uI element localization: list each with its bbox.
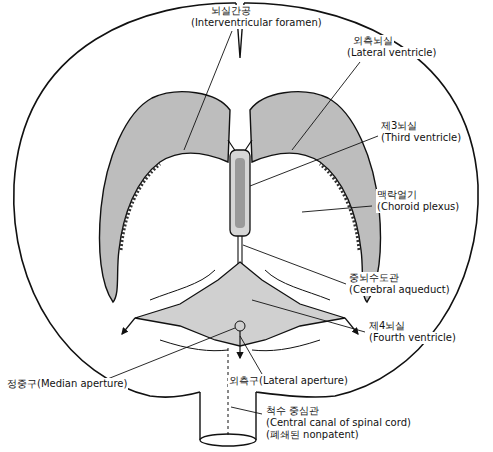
callout-label: 제3뇌실 (380, 120, 418, 132)
callout-label: (Choroid plexus) (376, 201, 460, 213)
leader-line (100, 31, 378, 414)
callout-label: 뇌실간공 (210, 5, 252, 17)
callout-label: 맥락얼기 (376, 189, 418, 201)
callout-label: (Fourth ventricle) (368, 332, 457, 344)
callout-label: 외측뇌실 (352, 35, 394, 47)
callout-label: (Interventricular foramen) (190, 17, 323, 29)
callout-label: 중뇌수도관 (348, 272, 400, 284)
cerebral-aqueduct (238, 236, 242, 264)
callout-label: 정중구(Median aperture) (6, 378, 128, 390)
callout-label: (폐쇄된 nonpatent) (265, 429, 360, 441)
callout-label: 척수 중심관 (265, 405, 320, 417)
flow-arrow (122, 318, 135, 334)
brain-outline (14, 3, 236, 397)
callout-label: (Cerebral aqueduct) (348, 284, 451, 296)
median-aperture-ring (235, 321, 245, 331)
central-canal (228, 348, 229, 438)
flow-arrow (239, 331, 240, 358)
callout-label: 제4뇌실 (368, 320, 406, 332)
brain-outline (244, 3, 478, 397)
spinal-cord (200, 434, 256, 446)
callout-label: (Third ventricle) (380, 132, 462, 144)
callout-label: (Lateral ventricle) (346, 47, 437, 59)
callout-label: (Central canal of spinal cord) (265, 417, 412, 429)
flow-arrow (345, 318, 358, 334)
callout-label: 외측구(Lateral aperture) (228, 375, 349, 387)
third-ventricle (230, 150, 250, 236)
third-ventricle (235, 158, 245, 228)
